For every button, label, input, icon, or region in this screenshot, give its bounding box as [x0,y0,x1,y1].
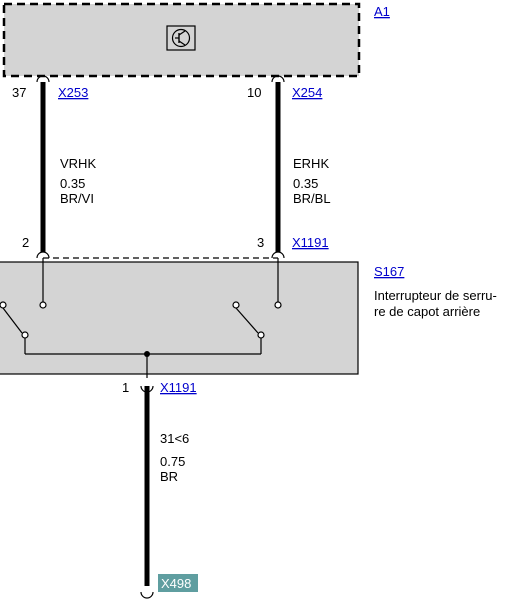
connector-x254-label[interactable]: X254 [292,85,322,100]
module-s167-description-line1: Interrupteur de serru- [374,288,497,303]
pin-1: 1 [122,380,129,395]
connector-x1191-arc-left [36,251,50,259]
wire-bottom-signal: 31<6 [160,431,189,446]
wire-right-signal: ERHK [293,156,329,171]
connector-x1191-arc-right [271,251,285,259]
module-s167-description-line2: re de capot arrière [374,304,480,319]
switch-contact-points [0,301,282,339]
pin-3: 3 [257,235,264,250]
connector-x253-arc [36,75,50,83]
switch-contacts [2,258,279,378]
wire-bottom-section: 0.75 [160,454,185,469]
wire-right-color: BR/BL [293,191,331,206]
pin-10: 10 [247,85,261,100]
wire-left-color: BR/VI [60,191,94,206]
connector-x498-arc [140,591,154,599]
connector-x254-arc [271,75,285,83]
module-a1-label[interactable]: A1 [374,4,390,19]
junction-dot [144,351,150,357]
connector-x1191-top-label[interactable]: X1191 [292,235,329,250]
wire-left-section: 0.35 [60,176,85,191]
pin-2: 2 [22,235,29,250]
wire-bottom-color: BR [160,469,178,484]
transistor-icon [166,25,196,51]
connector-x498-label[interactable]: X498 [161,576,191,591]
pin-37: 37 [12,85,26,100]
module-s167-label[interactable]: S167 [374,264,404,279]
wire-right-section: 0.35 [293,176,318,191]
module-a1-box [2,2,361,78]
connector-x1191-bottom-label[interactable]: X1191 [160,380,197,395]
wire-left-signal: VRHK [60,156,96,171]
connector-x253-label[interactable]: X253 [58,85,88,100]
module-s167-box [0,261,359,375]
connector-x498-badge[interactable] [158,574,198,592]
